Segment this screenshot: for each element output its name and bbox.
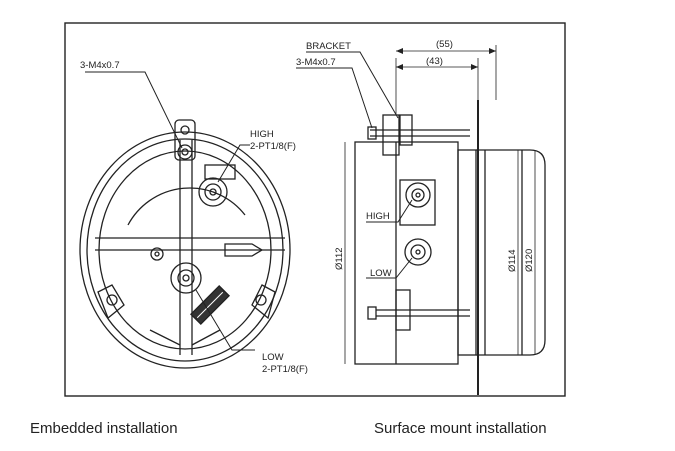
high-label-left: HIGH <box>250 129 274 140</box>
high-port-label-left: 2-PT1/8(F) <box>250 141 296 152</box>
leader-low-right <box>366 257 413 279</box>
gauge-body <box>354 141 459 365</box>
low-port-label-left: 2-PT1/8(F) <box>262 364 308 375</box>
center-boss <box>170 262 202 294</box>
dim-114-label: Ø114 <box>507 249 518 272</box>
dim-55-label: (55) <box>436 39 453 50</box>
leader-thread <box>85 71 183 149</box>
label-plate <box>189 284 231 326</box>
bottom-screw <box>367 289 470 331</box>
high-port-left <box>198 164 236 207</box>
leader-thread-right <box>296 67 373 129</box>
bracket-label: BRACKET <box>306 41 351 52</box>
high-port-right <box>399 179 436 226</box>
leader-bracket <box>306 51 399 119</box>
dim-112-label: Ø112 <box>334 247 345 270</box>
gauge-face <box>476 149 546 356</box>
thread-label-left: 3-M4x0.7 <box>80 60 120 71</box>
mount-tab-right <box>251 284 276 320</box>
low-port-right <box>404 238 432 266</box>
leader-high-right <box>366 199 413 223</box>
dim-43-label: (43) <box>426 56 443 67</box>
mount-tab-top <box>174 119 196 161</box>
drawing-frame <box>64 22 566 397</box>
embedded-view <box>79 71 291 369</box>
thread-label-right: 3-M4x0.7 <box>296 57 336 68</box>
gauge-bezel <box>457 149 477 356</box>
low-label-left: LOW <box>262 352 284 363</box>
caption-embedded: Embedded installation <box>30 420 178 437</box>
surface-view <box>296 45 546 395</box>
mount-tab-left <box>97 284 125 320</box>
dim-120-label: Ø120 <box>524 249 535 272</box>
dim-arrows <box>396 48 496 70</box>
caption-surface-mount: Surface mount installation <box>374 420 547 437</box>
leader-low <box>195 289 255 351</box>
low-label-right: LOW <box>370 268 392 279</box>
outer-ring <box>79 131 291 369</box>
bracket <box>367 114 470 156</box>
leader-high <box>217 144 250 183</box>
high-label-right: HIGH <box>366 211 390 222</box>
diaphragm-outline <box>127 187 246 226</box>
